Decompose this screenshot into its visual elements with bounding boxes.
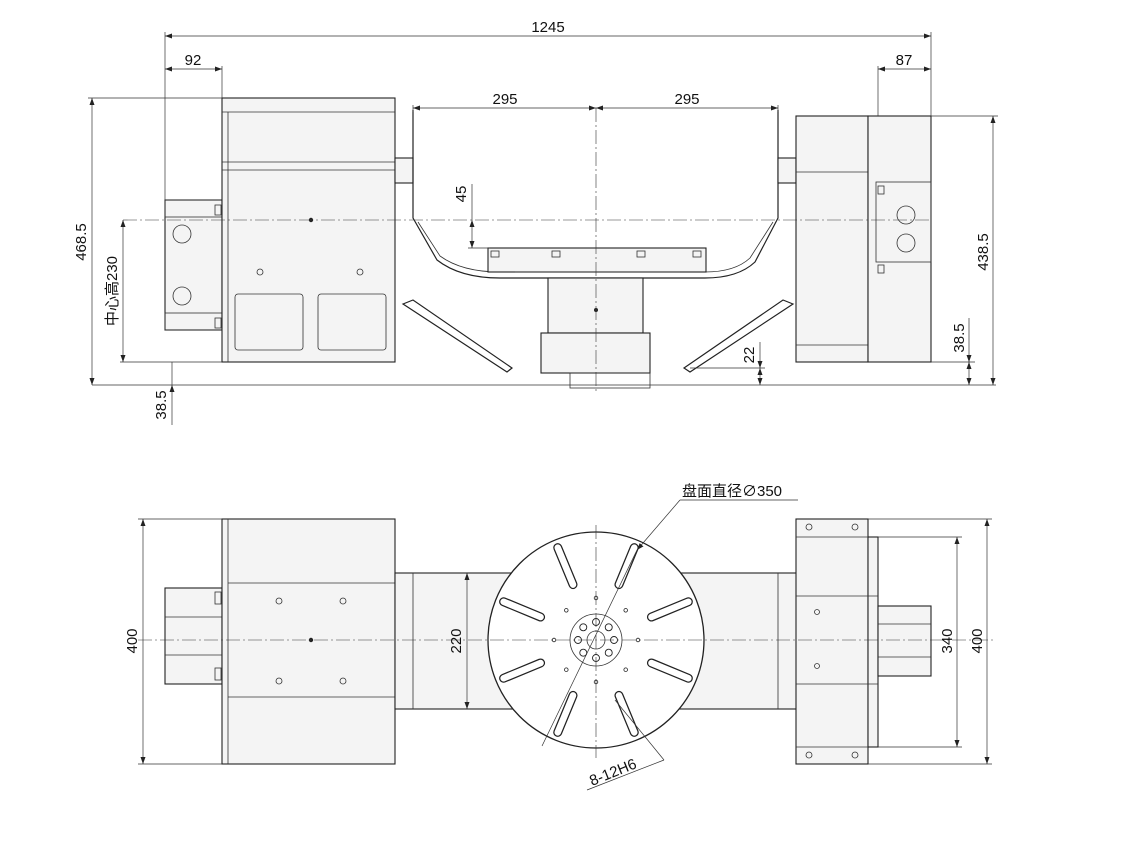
left-flange	[394, 157, 414, 184]
hub-bolt-hole	[579, 648, 588, 657]
top-right-flange	[867, 536, 879, 748]
leader-line	[586, 759, 665, 791]
dim-overall-width: 1245	[531, 19, 564, 36]
top-right-bolt	[851, 523, 859, 531]
front-view: 1245 92 87 295 295 45 468.5 中心高230 38.5	[73, 19, 998, 425]
dim-right-inner: 340	[939, 628, 956, 653]
t-slot-inner	[500, 659, 544, 682]
t-slot-inner	[648, 598, 692, 621]
top-view: 400 220 340 400 盘面直径∅350 8-12H6	[124, 482, 996, 791]
t-slot-inner	[500, 598, 544, 621]
t-slot-inner	[554, 544, 577, 588]
left-port-lower	[172, 286, 192, 306]
top-left-screw	[275, 597, 283, 605]
dim-right-base: 38.5	[951, 323, 968, 352]
right-motor-end	[867, 115, 932, 363]
label-slot-spec: 8-12H6	[587, 756, 639, 790]
dim-overall-height: 468.5	[73, 223, 90, 261]
left-motor-cap	[164, 199, 223, 331]
table-lug	[636, 250, 646, 258]
top-left-body	[221, 518, 396, 765]
left-cap-screw	[214, 204, 222, 216]
table-plate	[487, 247, 707, 273]
top-left-screw	[339, 677, 347, 685]
left-cap-screw	[214, 317, 222, 329]
hub-bolt-hole	[604, 648, 613, 657]
spindle-housing	[540, 332, 651, 374]
leader-line	[541, 549, 638, 747]
hub-bolt-hole	[604, 623, 613, 632]
dim-top-left-width: 400	[124, 628, 141, 653]
left-screw	[256, 268, 264, 276]
left-window-b	[317, 293, 387, 351]
leader-line	[614, 699, 665, 761]
leader-line	[636, 499, 681, 551]
dim-right-height: 438.5	[975, 233, 992, 271]
platter-small-hole	[623, 608, 628, 613]
right-port-block	[875, 181, 932, 263]
right-port-lower	[896, 233, 916, 253]
right-brace	[682, 299, 795, 373]
top-right-body	[795, 518, 869, 765]
t-slot-inner	[554, 692, 577, 736]
right-screw	[877, 185, 885, 195]
top-right-bolt	[805, 523, 813, 531]
top-left-cap	[164, 587, 223, 685]
t-slot-inner	[615, 544, 638, 588]
top-right-cap	[877, 605, 932, 677]
right-motor-body	[795, 115, 869, 363]
top-right-bolt	[851, 751, 859, 759]
right-port-upper	[896, 205, 916, 225]
right-screw	[877, 264, 885, 274]
top-left-cap-screw	[214, 667, 222, 681]
dim-right-outer: 400	[969, 628, 986, 653]
left-port-upper	[172, 224, 192, 244]
label-platter-diameter: 盘面直径∅350	[682, 482, 782, 500]
top-right-screw	[814, 663, 820, 669]
dim-half-right: 295	[674, 91, 699, 108]
left-window-a	[234, 293, 304, 351]
dim-table-offset: 45	[453, 186, 470, 203]
dim-center-height: 中心高230	[104, 256, 121, 326]
top-left-screw	[275, 677, 283, 685]
platter-small-hole	[564, 608, 569, 613]
dim-left-motor: 92	[185, 52, 202, 69]
spindle-base	[569, 372, 651, 389]
platter-holes	[551, 595, 641, 685]
left-screw	[356, 268, 364, 276]
dim-right-motor: 87	[896, 52, 913, 69]
table-lug	[692, 250, 702, 258]
top-left-screw	[339, 597, 347, 605]
hub-bolt-hole	[579, 623, 588, 632]
dim-half-left: 295	[492, 91, 517, 108]
top-left-cap-screw	[214, 591, 222, 605]
platter-small-hole	[564, 667, 569, 672]
table-lug	[551, 250, 561, 258]
trunnion-cradle	[412, 110, 779, 279]
dim-body-width: 220	[448, 628, 465, 653]
table-lug	[490, 250, 500, 258]
right-flange	[777, 157, 797, 184]
dim-bottom-gap: 22	[741, 347, 758, 364]
dim-left-base: 38.5	[153, 390, 170, 419]
left-motor-body	[221, 97, 396, 363]
top-right-screw	[814, 609, 820, 615]
spindle-column	[547, 277, 644, 334]
top-right-bolt	[805, 751, 813, 759]
left-brace	[401, 299, 514, 373]
t-slot-inner	[648, 659, 692, 682]
platter-small-hole	[623, 667, 628, 672]
